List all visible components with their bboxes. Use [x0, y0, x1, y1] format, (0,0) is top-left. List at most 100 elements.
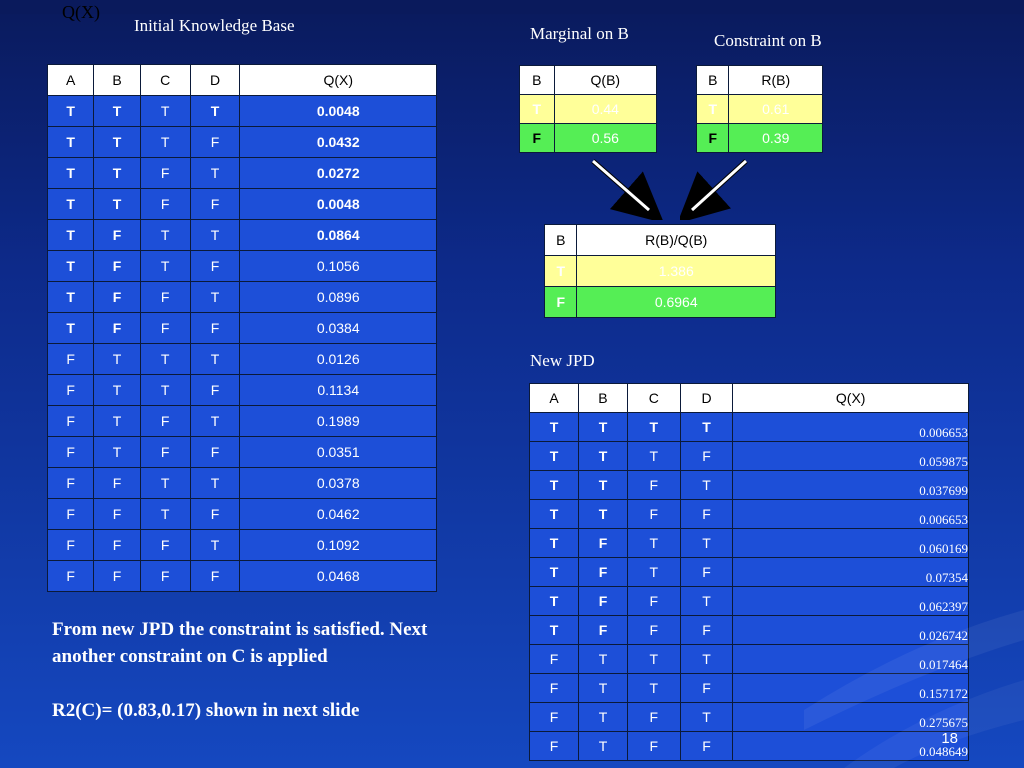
- table-cell: T: [626, 673, 681, 703]
- table-cell: F: [519, 123, 555, 153]
- corner-label: Q(X): [62, 2, 100, 22]
- table-cell: T: [139, 250, 191, 282]
- table-cell: F: [139, 157, 191, 189]
- table-cell: F: [93, 560, 141, 592]
- table-cell: T: [189, 467, 241, 499]
- table-cell: T: [626, 528, 681, 558]
- table-cell: F: [93, 250, 141, 282]
- table-cell: T: [679, 702, 734, 732]
- column-header: B: [695, 65, 730, 95]
- table-cell: T: [679, 470, 734, 500]
- table-cell: T: [139, 498, 191, 530]
- table-cell: F: [679, 615, 734, 645]
- table-cell: T: [93, 188, 141, 220]
- column-header: A: [529, 383, 579, 413]
- explanation-text: From new JPD the constraint is satisfied…: [52, 616, 427, 724]
- table-cell: T: [626, 644, 681, 674]
- table-cell: T: [93, 157, 141, 189]
- table-cell: F: [529, 731, 579, 761]
- table-cell: T: [529, 557, 579, 587]
- marginal-title: Marginal on B: [530, 24, 629, 43]
- table-cell: T: [529, 499, 579, 529]
- table-cell: 0.1989: [239, 405, 437, 437]
- table-cell: F: [189, 560, 241, 592]
- table-cell: T: [679, 412, 734, 442]
- table-cell: F: [543, 286, 578, 318]
- table-cell: F: [46, 498, 95, 530]
- column-header: R(B): [728, 65, 823, 95]
- table-cell: T: [529, 528, 579, 558]
- table-cell: T: [139, 467, 191, 499]
- table-cell: T: [189, 343, 241, 375]
- table-cell: T: [577, 644, 628, 674]
- table-cell: F: [679, 673, 734, 703]
- table-cell: T: [529, 586, 579, 616]
- column-header: D: [679, 383, 734, 413]
- table-cell: T: [543, 255, 578, 287]
- table-cell: F: [626, 586, 681, 616]
- table-cell: F: [577, 528, 628, 558]
- table-cell: F: [189, 374, 241, 406]
- table-cell: 0.07354: [732, 557, 969, 587]
- initial-kb-title: Initial Knowledge Base: [134, 16, 295, 35]
- column-header: B: [543, 224, 578, 256]
- page-number: 18: [941, 730, 958, 747]
- table-cell: 0.006653: [732, 499, 969, 529]
- table-cell: T: [189, 219, 241, 251]
- table-cell: F: [93, 498, 141, 530]
- table-cell: F: [679, 499, 734, 529]
- table-cell: F: [679, 441, 734, 471]
- table-cell: F: [679, 731, 734, 761]
- table-cell: 0.0468: [239, 560, 437, 592]
- table-cell: T: [139, 126, 191, 158]
- table-cell: T: [139, 219, 191, 251]
- table-cell: F: [46, 467, 95, 499]
- table-cell: 0.6964: [576, 286, 776, 318]
- table-cell: F: [626, 615, 681, 645]
- table-cell: T: [46, 157, 95, 189]
- constraint-title: Constraint on B: [714, 31, 822, 50]
- table-cell: 0.0462: [239, 498, 437, 530]
- table-cell: F: [626, 731, 681, 761]
- table-cell: F: [46, 343, 95, 375]
- table-cell: 0.0048: [239, 95, 437, 127]
- column-header: C: [626, 383, 681, 413]
- table-cell: 0.157172: [732, 673, 969, 703]
- table-cell: T: [577, 673, 628, 703]
- table-cell: F: [679, 557, 734, 587]
- table-cell: T: [679, 528, 734, 558]
- table-cell: F: [139, 529, 191, 561]
- table-cell: T: [577, 441, 628, 471]
- table-cell: F: [139, 436, 191, 468]
- table-cell: F: [577, 586, 628, 616]
- table-cell: T: [93, 343, 141, 375]
- table-cell: T: [626, 557, 681, 587]
- table-cell: F: [189, 126, 241, 158]
- decorative-swoosh: [804, 610, 1024, 768]
- table-cell: T: [189, 281, 241, 313]
- table-cell: 0.0432: [239, 126, 437, 158]
- table-cell: T: [46, 219, 95, 251]
- table-cell: T: [189, 95, 241, 127]
- table-cell: F: [46, 405, 95, 437]
- table-cell: 1.386: [576, 255, 776, 287]
- table-cell: 0.1134: [239, 374, 437, 406]
- table-cell: F: [626, 499, 681, 529]
- table-cell: 0.44: [553, 94, 658, 124]
- table-cell: 0.0048: [239, 188, 437, 220]
- table-cell: 0.060169: [732, 528, 969, 558]
